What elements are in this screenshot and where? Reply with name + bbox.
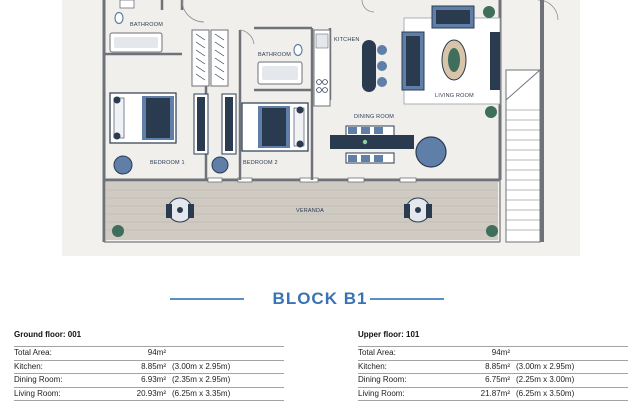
table-row: Kitchen: 8.85m² (3.00m x 2.95m) [358,360,628,374]
bedroom-2-chair [212,157,228,173]
room-label-kitchen: KITCHEN [334,37,360,43]
block-title: BLOCK B1 [0,289,640,309]
row-dimensions: (6.25m x 3.35m) [172,388,230,401]
upper-floor-heading: Upper floor: 101 [358,329,628,340]
block-title-row: BLOCK B1 [0,288,640,310]
kitchen-island [362,40,376,92]
bed-2 [242,103,308,151]
living-room-furniture [402,6,500,104]
table-row: Kitchen: 8.85m² (3.00m x 2.95m) [14,360,284,374]
room-label-veranda: VERANDA [296,208,324,214]
row-label: Total Area: [358,347,396,360]
bar-stool-2 [377,61,387,71]
row-label: Kitchen: [14,361,43,374]
table-row: Dining Room: 6.93m² (2.35m x 2.95m) [14,373,284,387]
row-dimensions: (3.00m x 2.95m) [172,361,230,374]
row-label: Dining Room: [358,374,406,387]
floor-plan-drawing [62,0,580,256]
bathtub-1-basin [114,37,158,48]
ground-floor-heading: Ground floor: 001 [14,329,284,340]
bar-stool-1 [377,45,387,55]
row-value: 8.85m² [141,361,166,374]
row-dimensions: (2.35m x 2.95m) [172,374,230,387]
row-value: 94m² [492,347,510,360]
row-value: 6.75m² [485,374,510,387]
toilet-1 [115,13,123,24]
row-value: 6.93m² [141,374,166,387]
row-dimensions: (2.25m x 3.00m) [516,374,574,387]
lounge-ottoman [416,137,446,167]
floor-plan: BATHROOM BATHROOM KITCHEN LIVING ROOM DI… [62,0,580,256]
bedroom-1-chair [114,156,132,174]
table-row: Living Room: 20.93m² (6.25m x 3.35m) [14,387,284,401]
title-rule-right [370,298,444,300]
room-label-living-room: LIVING ROOM [435,93,474,99]
row-value: 94m² [148,347,166,360]
staircase [506,0,544,242]
dresser-2-top [225,97,233,151]
room-label-bathroom-1: BATHROOM [130,22,163,28]
row-label: Dining Room: [14,374,62,387]
room-label-bathroom-2: BATHROOM [258,52,291,58]
bar-stool-3 [377,77,387,87]
row-label: Total Area: [14,347,52,360]
toilet-2 [294,45,302,56]
wardrobe-2 [211,30,228,86]
row-label: Living Room: [14,388,61,401]
table-row: Living Room: 21.87m² (6.25m x 3.50m) [358,387,628,401]
room-label-dining-room: DINING ROOM [354,114,394,120]
kitchen-counter [314,30,330,106]
ground-floor-table: Ground floor: 001 Total Area: 94m² Kitch… [14,329,284,401]
table-row: Total Area: 94m² [14,346,284,360]
row-dimensions: (3.00m x 2.95m) [516,361,574,374]
row-label: Living Room: [358,388,405,401]
table-row: Total Area: 94m² [358,346,628,360]
row-value: 20.93m² [137,388,166,401]
upper-floor-table: Upper floor: 101 Total Area: 94m² Kitche… [358,329,628,401]
row-label: Kitchen: [358,361,387,374]
bed-1 [110,93,176,143]
row-value: 8.85m² [485,361,510,374]
room-label-bedroom-1: BEDROOM 1 [150,160,185,166]
table-row: Dining Room: 6.75m² (2.25m x 3.00m) [358,373,628,387]
wardrobe-1 [192,30,209,86]
row-dimensions: (6.25m x 3.50m) [516,388,574,401]
bathtub-2-basin [262,66,298,80]
room-label-bedroom-2: BEDROOM 2 [243,160,278,166]
row-value: 21.87m² [481,388,510,401]
dresser-1-top [197,97,205,151]
sink-1 [120,0,134,8]
